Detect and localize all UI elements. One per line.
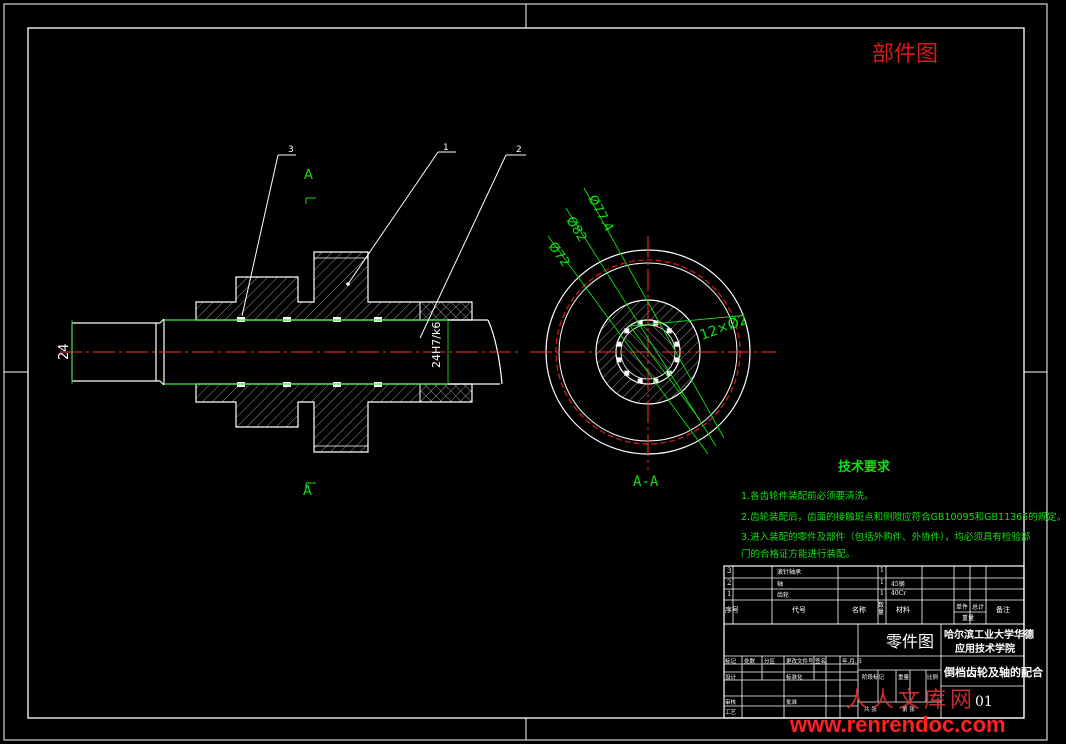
drawing-type: 零件图 bbox=[886, 632, 935, 651]
dim-d3-label: Ø72 bbox=[545, 240, 573, 270]
needle-hole bbox=[653, 320, 659, 326]
part-row-qty: 1 bbox=[880, 579, 884, 586]
needle-hole bbox=[674, 357, 680, 363]
row-label-zone: 分区 bbox=[764, 659, 776, 665]
needle-hole bbox=[624, 328, 630, 334]
needle-hole bbox=[666, 370, 672, 376]
needle-hole bbox=[616, 341, 622, 347]
col-header-total-weight: 总计 bbox=[972, 604, 985, 611]
row-label-standard: 标准化 bbox=[786, 675, 803, 681]
col-header-unit-weight: 单件 bbox=[956, 604, 969, 611]
col-header-remark: 备注 bbox=[996, 606, 1010, 614]
row-label-sheets: 共 张 bbox=[864, 707, 877, 713]
tech-requirement-line: 2.齿轮装配后，齿面的接触斑点和侧隙应符合GB10095和GB11365的规定。 bbox=[741, 512, 1066, 523]
row-label-stage: 阶段标记 bbox=[862, 675, 885, 681]
dim-shaft-label: 24H7/k6 bbox=[430, 322, 443, 368]
col-header-code: 代号 bbox=[792, 606, 806, 614]
needle-hole bbox=[666, 328, 672, 334]
school-name-line2: 应用技术学院 bbox=[955, 644, 1015, 655]
tech-requirement-line: 3.进入装配的零件及部件（包括外购件、外协件），均必须具有检验部 bbox=[741, 532, 1031, 543]
dim-d2-label: Ø82 bbox=[563, 214, 590, 245]
end-view bbox=[530, 187, 776, 470]
dim-24-label: 24 bbox=[57, 343, 72, 360]
watermark-url: www.renrendoc.com bbox=[790, 712, 1006, 737]
row-label-date: 年.月.日 bbox=[842, 659, 862, 665]
sectional-view bbox=[60, 151, 526, 490]
needle-hole bbox=[616, 357, 622, 363]
tech-requirement-line: 1.各齿轮件装配前必须要清洗。 bbox=[741, 491, 874, 502]
row-label-scale: 比例 bbox=[927, 675, 939, 681]
row-label-sign: 签名 bbox=[815, 659, 827, 665]
school-name-line1: 哈尔滨工业大学华德 bbox=[944, 630, 1034, 641]
leader-label-2: 2 bbox=[516, 145, 522, 155]
drawing-number: 01 bbox=[975, 694, 993, 710]
inner-border bbox=[27, 27, 1025, 719]
row-label-review: 审核 bbox=[725, 700, 737, 706]
needle-hole bbox=[624, 370, 630, 376]
title-block-lines bbox=[723, 565, 1025, 719]
row-label-design: 设计 bbox=[725, 675, 737, 681]
row-label-count: 处数 bbox=[744, 659, 756, 665]
row-label-weight: 重量 bbox=[898, 675, 910, 681]
part-row-material: 40Cr bbox=[891, 590, 907, 597]
col-header-qty: 数量 bbox=[878, 602, 885, 616]
needle-hole bbox=[637, 378, 643, 384]
section-a-bottom-label: A bbox=[303, 484, 312, 499]
dim-holes-label: 12×Ø2 bbox=[698, 312, 750, 344]
drawing-name: 倒档齿轮及轴的配合 bbox=[944, 666, 1043, 679]
center-marks bbox=[4, 4, 1047, 740]
col-header-no: 序号 bbox=[725, 606, 739, 614]
section-a-top-label: A bbox=[304, 168, 313, 183]
watermark-cn: 人人文库网 bbox=[846, 688, 977, 713]
needle-hole bbox=[653, 378, 659, 384]
col-header-material: 材料 bbox=[896, 606, 910, 614]
part-row-name: 齿轮 bbox=[777, 592, 790, 599]
part-row-qty: 1 bbox=[880, 567, 884, 574]
drawing-heading: 部件图 bbox=[872, 42, 939, 67]
row-label-change-doc: 更改文件号 bbox=[786, 659, 814, 665]
leader-label-1: 1 bbox=[443, 143, 449, 153]
tech-requirement-line: 门的合格证方能进行装配。 bbox=[741, 549, 856, 560]
row-label-process: 工艺 bbox=[725, 710, 737, 716]
part-row-no: 3 bbox=[727, 567, 732, 575]
part-row-no: 1 bbox=[727, 590, 732, 598]
tech-requirements-title: 技术要求 bbox=[838, 460, 891, 475]
part-row-material: 45钢 bbox=[891, 581, 905, 588]
leader-label-3: 3 bbox=[288, 145, 294, 155]
needle-hole bbox=[637, 320, 643, 326]
col-header-weight: 重量 bbox=[962, 615, 975, 622]
part-row-name: 轴 bbox=[777, 581, 784, 588]
row-label-approve: 批准 bbox=[786, 700, 798, 706]
part-row-name: 滚针轴承 bbox=[777, 569, 802, 576]
part-row-no: 2 bbox=[727, 579, 732, 587]
needle-hole bbox=[674, 341, 680, 347]
row-label-sheet: 第 张 bbox=[902, 707, 915, 713]
dim-d1-label: Ø77.4 bbox=[584, 193, 616, 235]
part-row-qty: 1 bbox=[880, 590, 884, 597]
col-header-name: 名称 bbox=[852, 606, 866, 614]
row-label-mark: 标记 bbox=[725, 659, 737, 665]
section-view-label: A-A bbox=[633, 474, 659, 490]
